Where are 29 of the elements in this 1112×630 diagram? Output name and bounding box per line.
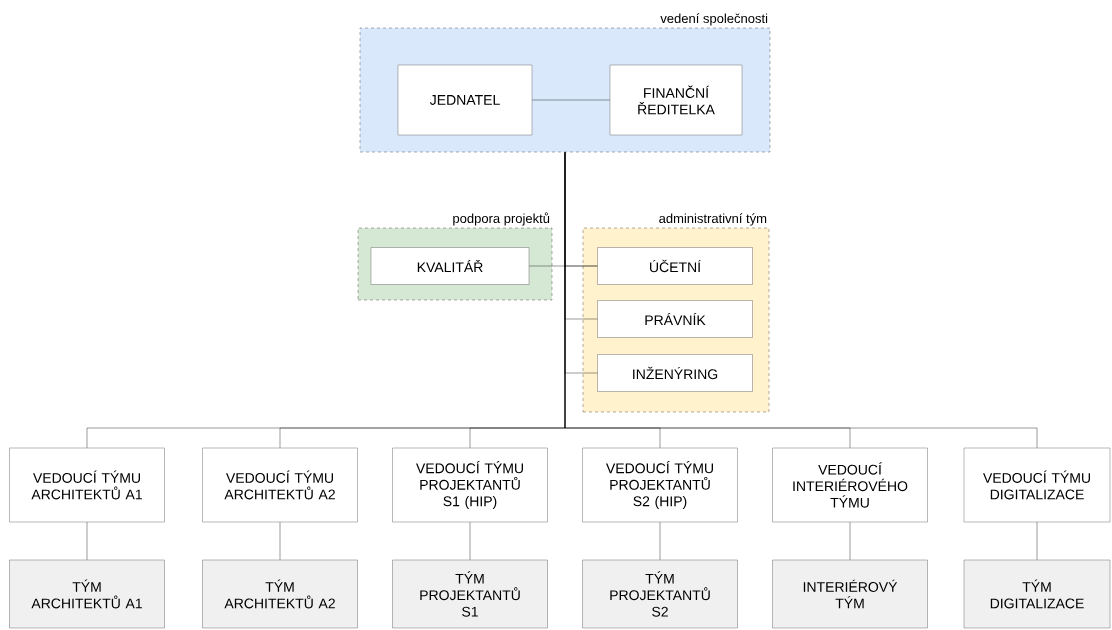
role-box: VEDOUCÍ TÝMU PROJEKTANTŮ S1 (HIP)	[392, 447, 548, 523]
team-box: TÝM PROJEKTANTŮ S1	[392, 559, 548, 629]
group-label: administrativní tým	[659, 213, 767, 226]
role-box: JEDNATEL	[397, 64, 533, 136]
role-box: FINANČNÍ ŘEDITELKA	[609, 64, 743, 136]
role-box: VEDOUCÍ TÝMU ARCHITEKTŮ A1	[9, 447, 165, 523]
team-box: TÝM PROJEKTANTŮ S2	[582, 559, 738, 629]
role-box: PRÁVNÍK	[597, 300, 753, 338]
role-box: KVALITÁŘ	[370, 247, 530, 285]
role-box: ÚČETNÍ	[597, 247, 753, 285]
connector-line	[532, 99, 610, 101]
connector-line	[1036, 522, 1038, 560]
connector-line	[564, 152, 1038, 448]
group-label: podpora projektů	[453, 212, 550, 226]
team-box: INTERIÉROVÝ TÝM	[772, 559, 928, 629]
role-box: INŽENÝRING	[597, 354, 753, 392]
connector-line	[659, 522, 661, 560]
connector-line	[469, 522, 471, 560]
connector-line	[86, 522, 88, 560]
team-box: TÝM DIGITALIZACE	[963, 559, 1111, 629]
group-label: vedení společnosti	[660, 13, 768, 26]
role-box: VEDOUCÍ TÝMU ARCHITEKTŮ A2	[202, 447, 358, 523]
connector-line	[279, 522, 281, 560]
connector-line	[849, 522, 851, 560]
role-box: VEDOUCÍ TÝMU PROJEKTANTŮ S2 (HIP)	[582, 447, 738, 523]
team-box: TÝM ARCHITEKTŮ A2	[202, 559, 358, 629]
role-box: VEDOUCÍ INTERIÉROVÉHO TÝMU	[772, 447, 928, 523]
team-box: TÝM ARCHITEKTŮ A1	[9, 559, 165, 629]
role-box: VEDOUCÍ TÝMU DIGITALIZACE	[963, 447, 1111, 523]
